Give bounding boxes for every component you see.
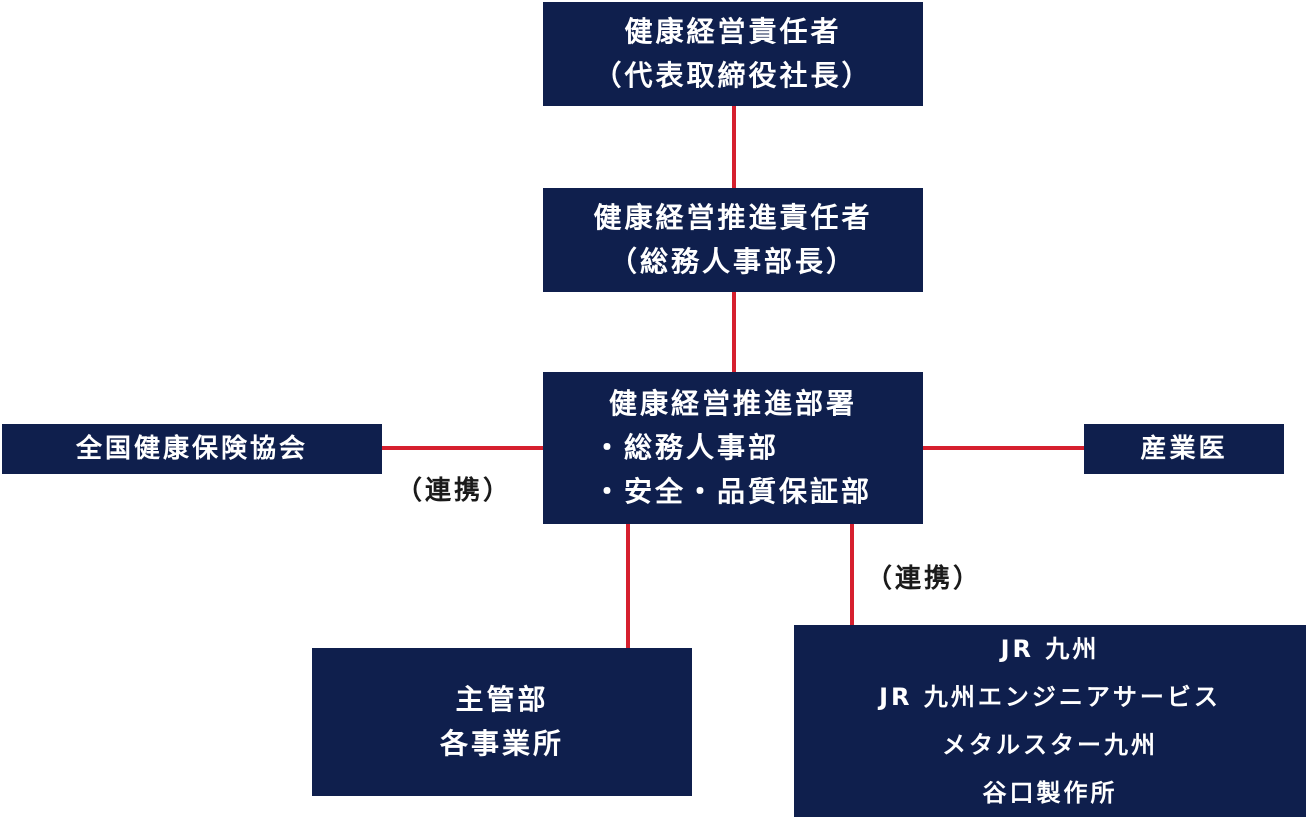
- node-offices: 主管部 各事業所: [312, 648, 692, 796]
- node-subtitle: （総務人事部長）: [608, 245, 857, 278]
- node-industrial-physician: 産業医: [1084, 424, 1284, 474]
- node-title: 健康経営推進部署: [608, 387, 857, 420]
- node-label: 産業医: [1140, 434, 1228, 464]
- node-line: メタルスター九州: [942, 731, 1158, 759]
- node-title: 健康経営推進責任者: [593, 201, 873, 234]
- note-collaboration-bottom: （連携）: [866, 564, 983, 594]
- connector-ceo-promoter: [732, 106, 736, 188]
- node-health-insurance-association: 全国健康保険協会: [2, 424, 382, 474]
- node-partner-companies: JR 九州 JR 九州エンジニアサービス メタルスター九州 谷口製作所: [794, 625, 1306, 817]
- connector-dept-partners: [850, 524, 854, 626]
- node-line: 各事業所: [439, 727, 564, 760]
- node-line: 谷口製作所: [982, 779, 1118, 807]
- node-label: 全国健康保険協会: [75, 434, 308, 464]
- node-line: JR 九州エンジニアサービス: [879, 683, 1221, 711]
- note-collaboration-left: （連携）: [396, 476, 513, 506]
- node-line: JR 九州: [1000, 635, 1100, 663]
- node-line: 主管部: [455, 683, 549, 716]
- connector-promoter-dept: [732, 292, 736, 372]
- node-health-promotion-officer: 健康経営推進責任者 （総務人事部長）: [543, 188, 923, 292]
- node-item: ・総務人事部: [593, 431, 780, 464]
- node-subtitle: （代表取締役社長）: [593, 59, 873, 92]
- node-health-promotion-department: 健康経営推進部署 ・総務人事部 ・安全・品質保証部: [543, 372, 923, 524]
- connector-dept-offices: [626, 524, 630, 650]
- connector-association-dept: [382, 446, 544, 450]
- node-health-management-officer: 健康経営責任者 （代表取締役社長）: [543, 2, 923, 106]
- node-title: 健康経営責任者: [624, 15, 842, 48]
- node-item: ・安全・品質保証部: [593, 475, 873, 508]
- connector-dept-doctor: [922, 446, 1084, 450]
